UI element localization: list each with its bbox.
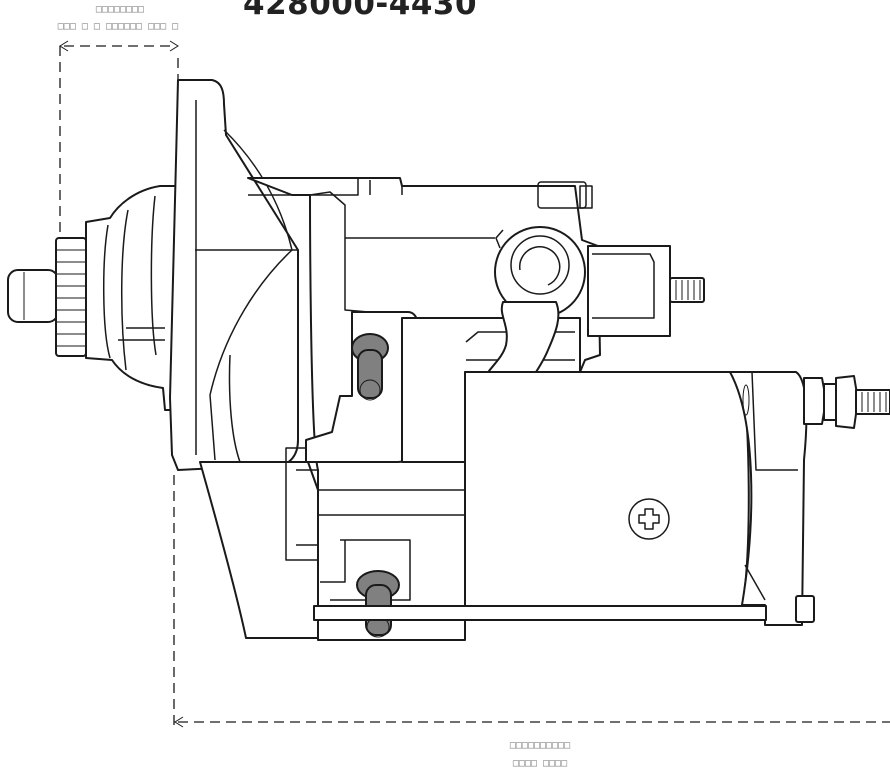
lower-housing — [199, 447, 319, 639]
front-offset-label-line2: □□□ □ □ □□□□□□ □□□ □ — [57, 21, 179, 32]
pinion-gear — [7, 237, 87, 357]
motor-yoke — [464, 371, 763, 607]
overall-length-label-line1: □□□□□□□□□□ — [509, 740, 571, 751]
mounting-flange — [169, 79, 299, 471]
front-offset-dimension — [59, 40, 179, 235]
part-number-title: 428000-4430 — [243, 0, 478, 22]
through-bolt — [313, 605, 767, 621]
upper-mounting-bolt — [351, 333, 389, 401]
battery-terminal-stud — [803, 375, 890, 429]
front-offset-label-line1: □□□□□□□□ — [95, 4, 145, 15]
overall-length-dimension — [173, 475, 890, 728]
nose-housing — [85, 185, 179, 411]
overall-length-label-line2: □□□□ □□□□ — [512, 758, 568, 769]
solenoid-terminal — [587, 245, 705, 337]
